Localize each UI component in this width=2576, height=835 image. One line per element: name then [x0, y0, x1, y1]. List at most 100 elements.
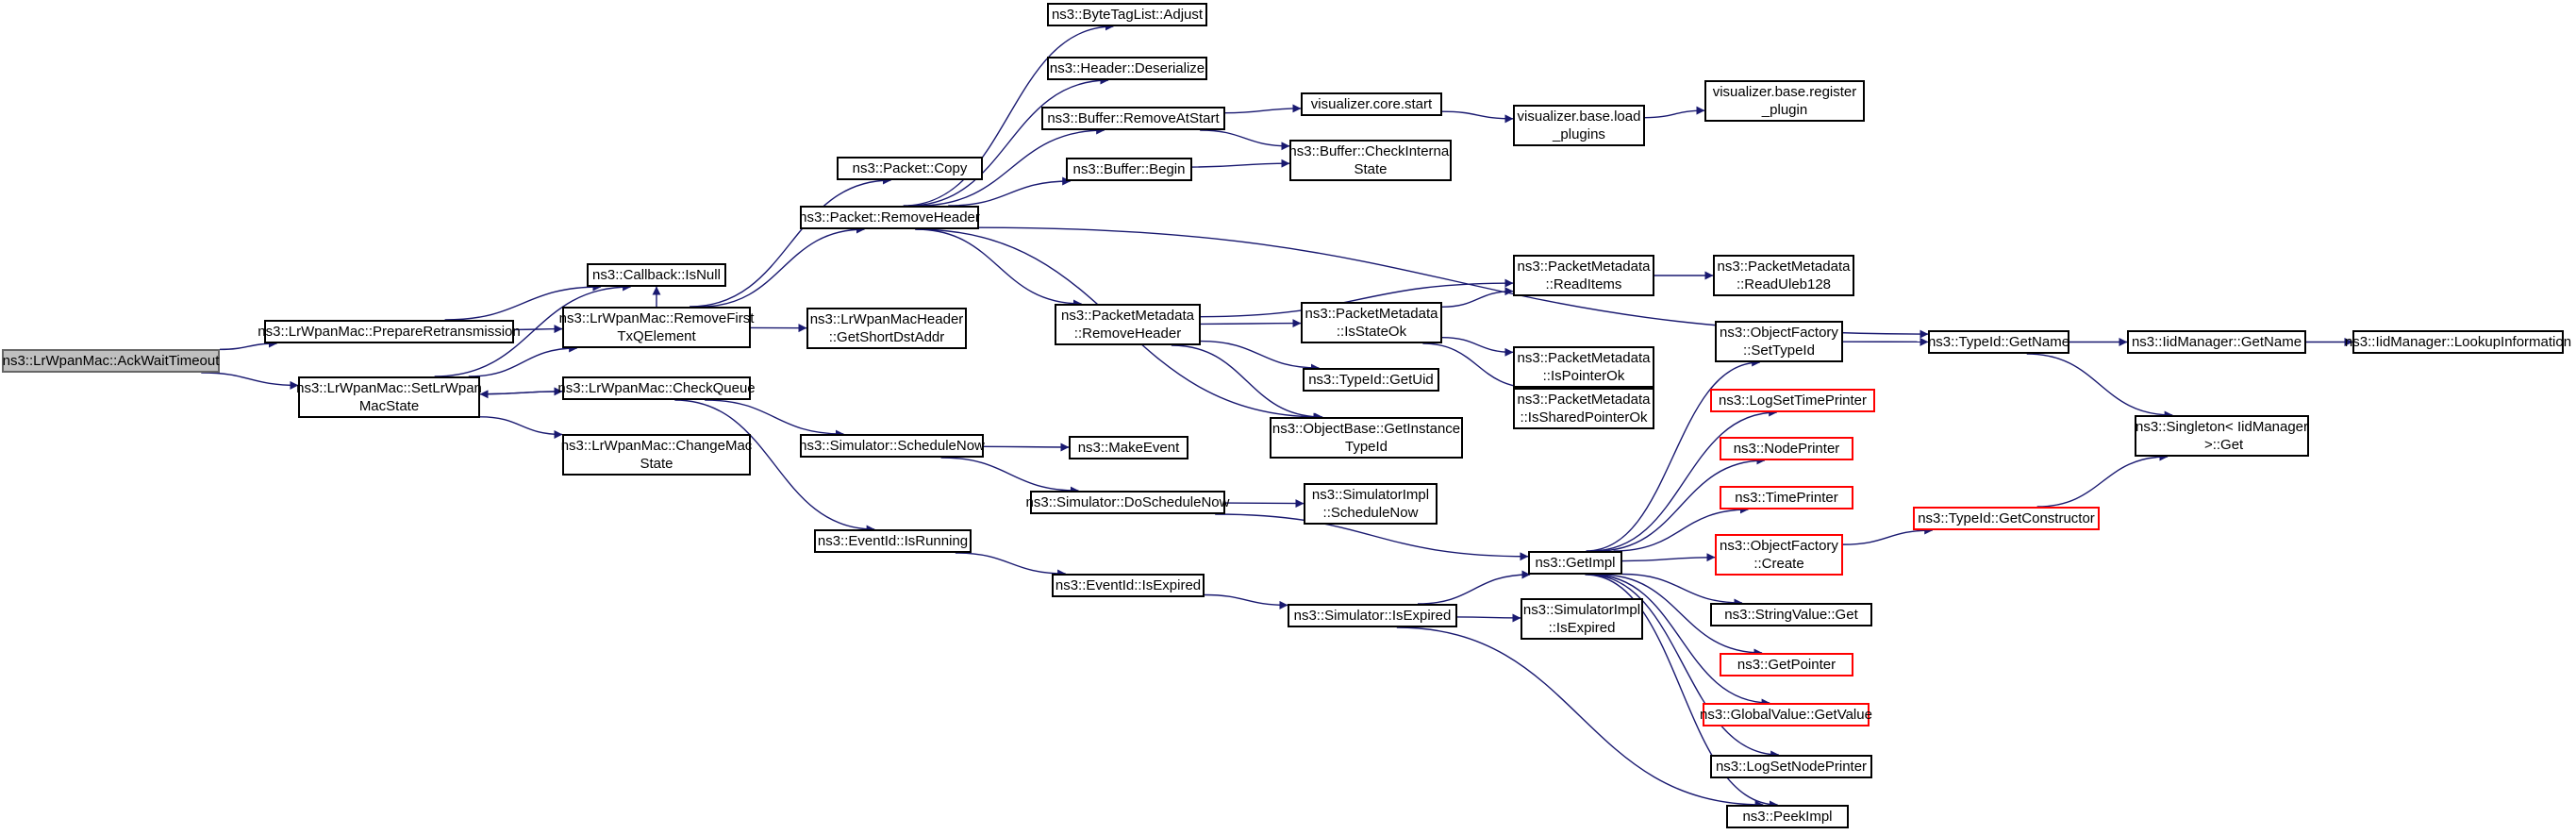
node-peekimpl[interactable]: ns3::PeekImpl	[1726, 805, 1849, 828]
edge-doschednow-to-getimpl	[1215, 513, 1529, 561]
edge-getimpl-to-settypeid	[1586, 358, 1761, 552]
edge-pktremovehdr-to-bufbegin	[948, 176, 1072, 207]
node-isexpired[interactable]: ns3::EventId::IsExpired	[1052, 574, 1205, 597]
node-pktcopy[interactable]: ns3::Packet::Copy	[837, 157, 983, 180]
node-hdrdeser[interactable]: ns3::Header::Deserialize	[1047, 57, 1207, 80]
node-vizreg[interactable]: visualizer.base.register _plugin	[1704, 80, 1865, 122]
edge-pmremovehdr-to-isstateok	[1200, 319, 1302, 328]
node-timeprinter[interactable]: ns3::TimePrinter	[1720, 486, 1853, 509]
node-implisexpired[interactable]: ns3::SimulatorImpl ::IsExpired	[1521, 598, 1643, 640]
node-strget[interactable]: ns3::StringValue::Get	[1710, 603, 1872, 626]
edge-isstateok-to-readitems	[1441, 287, 1514, 309]
edge-removefirst-to-pktremovehdr	[700, 225, 865, 308]
node-bufremove[interactable]: ns3::Buffer::RemoveAtStart	[1041, 107, 1225, 130]
edge-simisexpired-to-getimpl	[1417, 570, 1531, 605]
node-pktremovehdr[interactable]: ns3::Packet::RemoveHeader	[799, 206, 980, 229]
node-implschednow[interactable]: ns3::SimulatorImpl ::ScheduleNow	[1304, 483, 1438, 525]
edge-getimpl-to-nodeprinter	[1597, 456, 1766, 552]
edge-vizstart-to-vizload	[1441, 110, 1514, 124]
edge-getctor-to-singleton	[2036, 452, 2169, 508]
node-ofcreate[interactable]: ns3::ObjectFactory ::Create	[1715, 534, 1843, 576]
node-readuleb[interactable]: ns3::PacketMetadata ::ReadUleb128	[1713, 255, 1854, 296]
node-getctor[interactable]: ns3::TypeId::GetConstructor	[1913, 507, 2100, 530]
node-prepare[interactable]: ns3::LrWpanMac::PrepareRetransmission	[258, 320, 521, 343]
edge-setstate-to-removefirst	[468, 343, 578, 377]
edge-simisexpired-to-peekimpl	[1396, 626, 1764, 810]
edge-getimpl-to-timeprinter	[1613, 505, 1749, 552]
edge-ofcreate-to-getctor	[1842, 526, 1934, 545]
node-logsettime[interactable]: ns3::LogSetTimePrinter	[1710, 389, 1875, 412]
node-pmremovehdr[interactable]: ns3::PacketMetadata ::RemoveHeader	[1055, 304, 1201, 345]
edge-pmremovehdr-to-getuid	[1200, 340, 1320, 373]
node-logsetnode[interactable]: ns3::LogSetNodePrinter	[1710, 755, 1872, 778]
node-makeevent[interactable]: ns3::MakeEvent	[1069, 436, 1188, 459]
node-getinstance[interactable]: ns3::ObjectBase::GetInstance TypeId	[1270, 417, 1463, 459]
node-lookupinfo[interactable]: ns3::IidManager::LookupInformation	[2345, 330, 2571, 354]
node-simisexpired[interactable]: ns3::Simulator::IsExpired	[1288, 604, 1457, 627]
edge-getimpl-to-logsetnode	[1587, 574, 1780, 760]
edge-getimpl-to-ofcreate	[1621, 553, 1716, 562]
edge-pktremovehdr-to-bytetag	[903, 22, 1114, 207]
edge-pktremovehdr-to-hdrdeser	[907, 75, 1109, 207]
node-tidgetname[interactable]: ns3::TypeId::GetName	[1928, 330, 2069, 354]
edge-isstateok-to-ispointerok	[1441, 336, 1514, 357]
node-isrunning[interactable]: ns3::EventId::IsRunning	[814, 529, 972, 553]
edge-removefirst-to-pktcopy	[690, 175, 892, 308]
node-removefirst[interactable]: ns3::LrWpanMac::RemoveFirst TxQElement	[559, 307, 754, 348]
node-nodeprinter[interactable]: ns3::NodePrinter	[1720, 437, 1853, 460]
edge-schednow-to-makeevent	[983, 443, 1070, 452]
edge-getimpl-to-logsettime	[1590, 408, 1778, 552]
edge-pktremovehdr-to-bufremove	[918, 125, 1105, 207]
edge-bufbegin-to-bufcheck	[1191, 159, 1290, 168]
edge-getimpl-to-getpointer	[1599, 574, 1763, 658]
node-isnull[interactable]: ns3::Callback::IsNull	[587, 263, 726, 287]
node-ackwait[interactable]: ns3::LrWpanMac::AckWaitTimeout	[2, 349, 220, 373]
edge-checkqueue-to-setstate	[479, 390, 563, 399]
edge-ackwait-to-prepare	[219, 339, 277, 351]
node-ispointerok[interactable]: ns3::PacketMetadata ::IsPointerOk	[1513, 346, 1654, 388]
node-globalget[interactable]: ns3::GlobalValue::GetValue	[1700, 703, 1872, 726]
node-singleton[interactable]: ns3::Singleton< IidManager >::Get	[2135, 415, 2309, 457]
node-getimpl[interactable]: ns3::GetImpl	[1528, 551, 1622, 575]
edge-ackwait-to-setstate	[201, 372, 299, 390]
node-bufbegin[interactable]: ns3::Buffer::Begin	[1066, 158, 1192, 181]
node-isstateok[interactable]: ns3::PacketMetadata ::IsStateOk	[1301, 302, 1442, 343]
node-doschednow[interactable]: ns3::Simulator::DoScheduleNow	[1026, 491, 1229, 514]
node-schednow[interactable]: ns3::Simulator::ScheduleNow	[799, 434, 985, 458]
node-getpointer[interactable]: ns3::GetPointer	[1720, 653, 1853, 676]
edge-bufremove-to-vizstart	[1224, 104, 1302, 114]
edge-setstate-to-isnull	[434, 282, 632, 377]
node-issharedok[interactable]: ns3::PacketMetadata ::IsSharedPointerOk	[1513, 388, 1654, 429]
edge-tidgetname-to-singleton	[2026, 353, 2173, 420]
node-shortdst[interactable]: ns3::LrWpanMacHeader ::GetShortDstAddr	[806, 308, 967, 349]
edge-setstate-to-changemac	[479, 416, 563, 439]
edge-pktremovehdr-to-pmremovehdr	[915, 228, 1083, 309]
edge-getimpl-to-globalget	[1591, 574, 1770, 708]
node-bufcheck[interactable]: ns3::Buffer::CheckInternal State	[1288, 140, 1453, 181]
node-changemac[interactable]: ns3::LrWpanMac::ChangeMac State	[561, 434, 752, 476]
edge-prepare-to-removefirst	[513, 325, 563, 334]
edge-getimpl-to-strget	[1621, 573, 1743, 608]
edge-simisexpired-to-implisexpired	[1456, 613, 1521, 623]
node-readitems[interactable]: ns3::PacketMetadata ::ReadItems	[1513, 255, 1654, 296]
edge-pmremovehdr-to-readitems	[1200, 278, 1514, 318]
node-bytetag[interactable]: ns3::ByteTagList::Adjust	[1047, 3, 1207, 26]
edge-prepare-to-isnull	[444, 282, 602, 321]
edge-schednow-to-doschednow	[940, 457, 1079, 495]
edge-checkqueue-to-isrunning	[674, 399, 875, 534]
edge-isexpired-to-simisexpired	[1204, 593, 1288, 610]
edge-checkqueue-to-schednow	[705, 399, 844, 439]
edge-bufremove-to-bufcheck	[1200, 129, 1290, 151]
node-vizload[interactable]: visualizer.base.load _plugins	[1513, 105, 1645, 146]
node-vizstart[interactable]: visualizer.core.start	[1301, 92, 1442, 116]
node-setstate[interactable]: ns3::LrWpanMac::SetLrWpan MacState	[296, 376, 482, 418]
edge-vizload-to-vizreg	[1644, 106, 1705, 119]
node-settypeid[interactable]: ns3::ObjectFactory ::SetTypeId	[1715, 321, 1843, 362]
node-getuid[interactable]: ns3::TypeId::GetUid	[1303, 368, 1439, 392]
edge-pmremovehdr-to-getinstance	[1171, 344, 1323, 422]
node-checkqueue[interactable]: ns3::LrWpanMac::CheckQueue	[557, 376, 756, 400]
edge-getimpl-to-peekimpl	[1585, 574, 1778, 810]
node-iidgetname[interactable]: ns3::IidManager::GetName	[2127, 330, 2306, 354]
edge-isrunning-to-isexpired	[955, 552, 1067, 578]
